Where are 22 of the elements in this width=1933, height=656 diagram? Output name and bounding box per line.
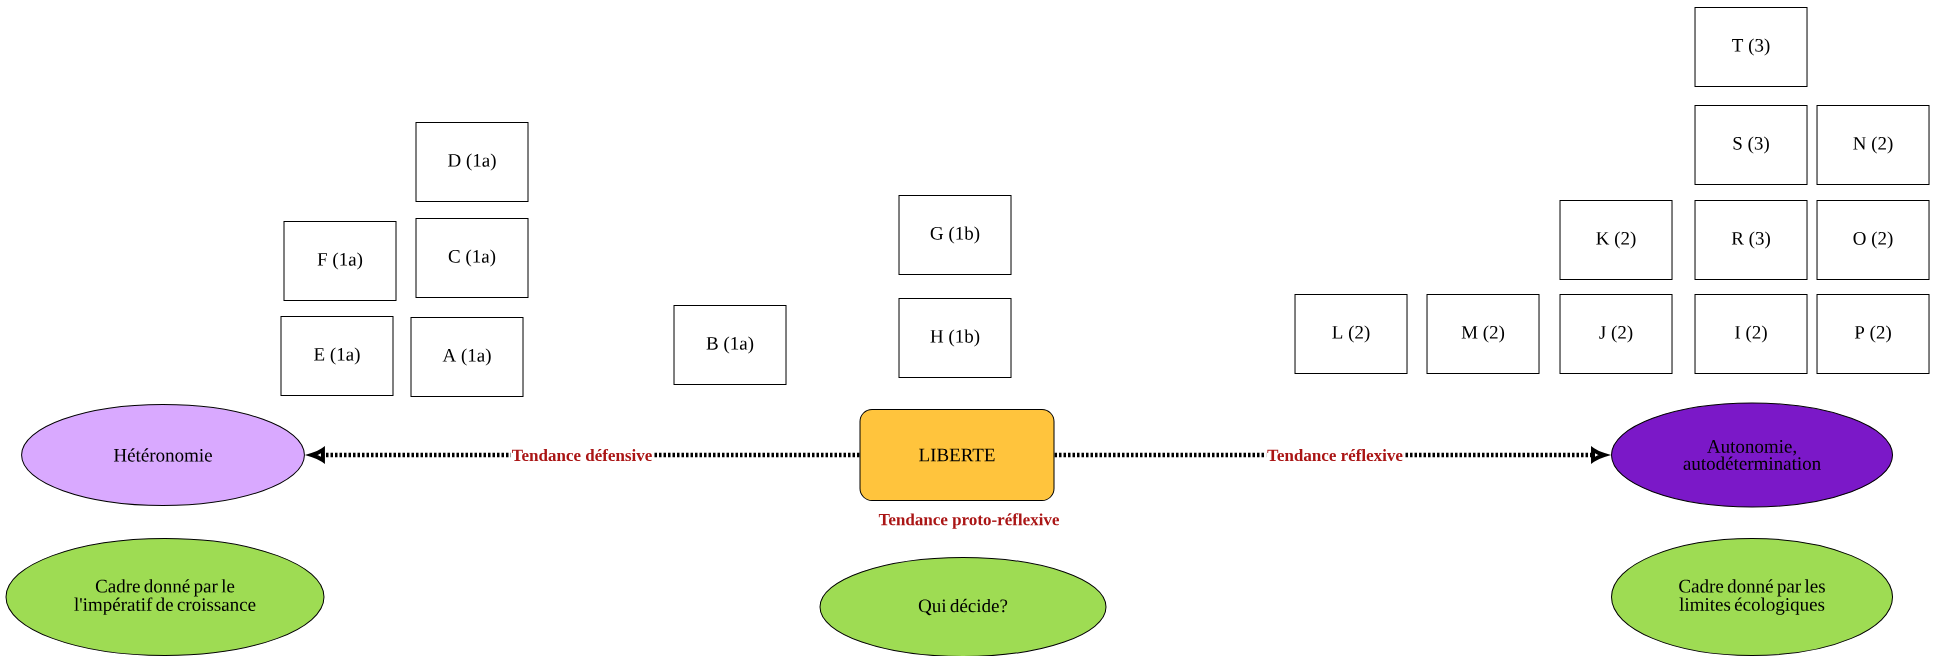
category-box: A (1a) xyxy=(410,317,524,397)
category-box: R (3) xyxy=(1694,200,1808,280)
central-box: LIBERTE xyxy=(859,409,1055,501)
category-box: F (1a) xyxy=(283,221,397,301)
category-box: G (1b) xyxy=(898,195,1012,275)
category-box: K (2) xyxy=(1559,200,1673,280)
category-box: J (2) xyxy=(1559,294,1673,374)
tendency-label: Tendance proto-réflexive xyxy=(878,513,1059,529)
category-box: O (2) xyxy=(1816,200,1930,280)
category-box: S (3) xyxy=(1694,105,1808,185)
edge-label: Tendance réflexive xyxy=(1266,447,1404,463)
category-box: C (1a) xyxy=(415,218,529,298)
category-box: N (2) xyxy=(1816,105,1930,185)
category-box: B (1a) xyxy=(673,305,787,385)
category-box: E (1a) xyxy=(280,316,394,396)
category-box: H (1b) xyxy=(898,298,1012,378)
category-box: D (1a) xyxy=(415,122,529,202)
category-box: P (2) xyxy=(1816,294,1930,374)
category-box: L (2) xyxy=(1294,294,1408,374)
category-box: T (3) xyxy=(1694,7,1808,87)
category-box: M (2) xyxy=(1426,294,1540,374)
category-box: I (2) xyxy=(1694,294,1808,374)
